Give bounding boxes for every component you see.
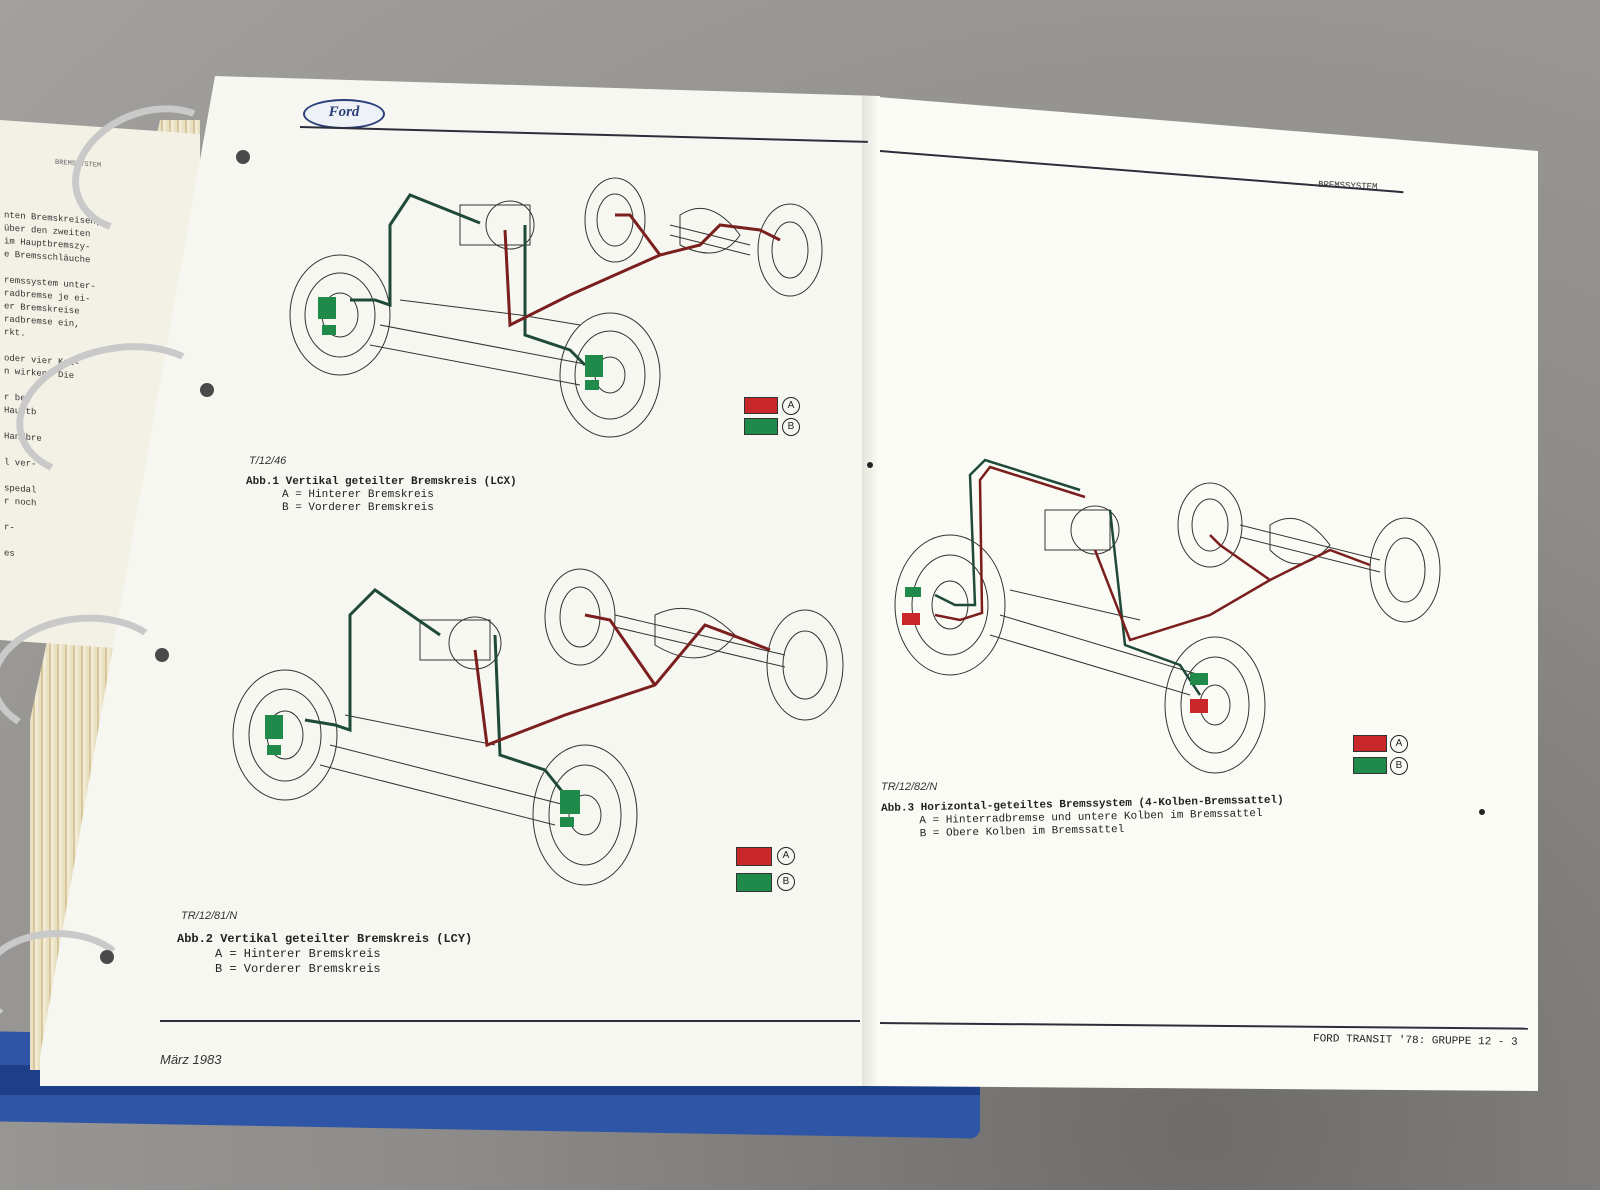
legend-label-b: B xyxy=(1390,757,1408,775)
punch-hole xyxy=(100,950,114,964)
figure-1-title: Abb.1 Vertikal geteilter Bremskreis (LCX… xyxy=(246,476,517,488)
legend-label-a: A xyxy=(1390,735,1408,753)
legend-swatch-b xyxy=(736,873,772,892)
footer-rule-left xyxy=(160,1020,860,1022)
legend-swatch-b xyxy=(744,418,778,435)
previous-sheet-line: r noch xyxy=(4,496,37,509)
legend-label-a: A xyxy=(777,847,795,865)
figure-2-caption: Abb.2 Vertikal geteilter Bremskreis (LCY… xyxy=(177,932,472,977)
hole-mark xyxy=(867,462,873,468)
legend-label-b: B xyxy=(777,873,795,891)
brake-diagram-figure-2 xyxy=(232,568,844,886)
brake-diagram-figure-3 xyxy=(894,458,1441,774)
figure-2-line-b: B = Vorderer Bremskreis xyxy=(215,962,381,976)
legend-swatch-a xyxy=(1353,735,1387,752)
figure-3-code: TR/12/82/N xyxy=(881,781,938,793)
left-footer-date: März 1983 xyxy=(160,1052,222,1067)
legend-swatch-b xyxy=(1353,757,1387,774)
previous-sheet-line: spedal xyxy=(4,483,37,496)
figure-1-code: T/12/46 xyxy=(249,455,287,467)
legend-label-b: B xyxy=(782,418,800,436)
punch-hole xyxy=(236,150,250,164)
page-fold xyxy=(862,96,880,1086)
binder-ring xyxy=(0,930,134,1034)
figure-1-line-b: B = Vorderer Bremskreis xyxy=(282,502,434,514)
figure-1-caption: Abb.1 Vertikal geteilter Bremskreis (LCX… xyxy=(246,476,517,515)
punch-hole xyxy=(200,383,214,397)
figure-1-line-a: A = Hinterer Bremskreis xyxy=(282,489,434,501)
figure-2-code: TR/12/81/N xyxy=(181,910,238,922)
legend-swatch-a xyxy=(736,847,772,866)
figure-2-title: Abb.2 Vertikal geteilter Bremskreis (LCY… xyxy=(177,932,473,946)
brake-diagram-figure-1 xyxy=(289,177,823,438)
previous-sheet-line: rkt. xyxy=(4,327,26,339)
right-page xyxy=(866,96,1538,1091)
figure-2-line-a: A = Hinterer Bremskreis xyxy=(215,947,381,961)
previous-sheet-line: e Bremsschläuche xyxy=(4,249,91,266)
hole-mark xyxy=(1479,809,1485,815)
previous-sheet-line: es xyxy=(4,548,15,560)
legend-label-a: A xyxy=(782,397,800,415)
legend-swatch-a xyxy=(744,397,778,414)
previous-sheet-line: r- xyxy=(4,522,15,534)
punch-hole xyxy=(155,648,169,662)
ford-logo: Ford xyxy=(303,99,385,129)
